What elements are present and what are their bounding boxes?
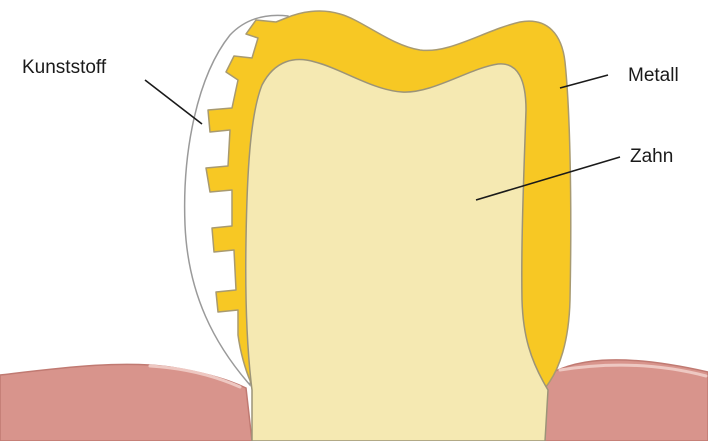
- label-metall: Metall: [628, 66, 679, 85]
- label-zahn: Zahn: [630, 147, 673, 166]
- label-kunststoff: Kunststoff: [22, 58, 106, 77]
- tooth: [246, 60, 548, 441]
- leader-line-kunststoff: [145, 80, 202, 124]
